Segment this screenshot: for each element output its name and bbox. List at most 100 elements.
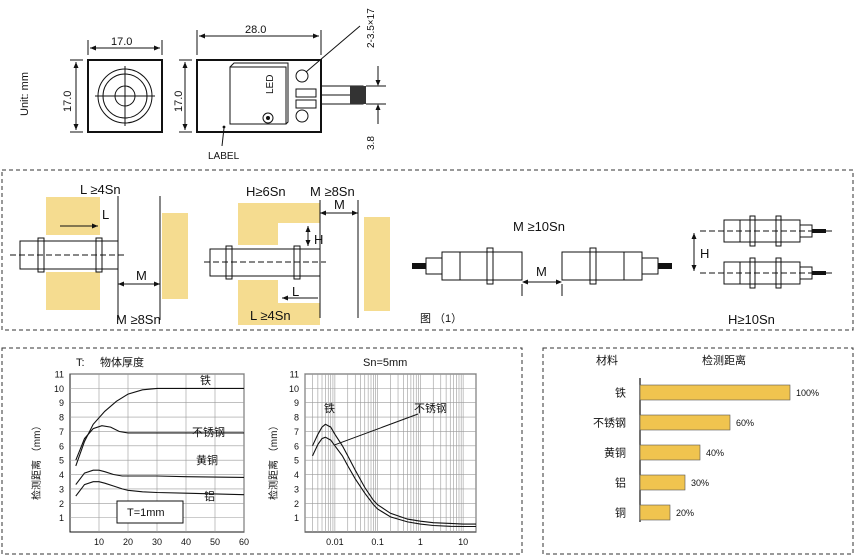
side-length-label: 28.0	[245, 24, 266, 36]
install-diagram-face-to-face: M ≥10Sn M 图 （1）	[412, 219, 672, 325]
unit-label: Unit: mm	[19, 72, 31, 116]
chart2-xtick-label: 1	[418, 537, 423, 547]
b-L-min-label: L ≥4Sn	[250, 308, 291, 323]
detection-bar-chart: 材料 检测距离 铁 100% 不锈钢 60% 黄铜 40% 铝 30% 铜 20%	[593, 353, 819, 522]
target-plate-a	[162, 213, 188, 299]
install-diagram-embedded: H≥6Sn M ≥8Sn M H L L ≥4Sn	[204, 184, 390, 325]
chart2-xtick-label: 0.01	[326, 537, 344, 547]
chart2-ytick-label: 11	[290, 370, 299, 380]
chart3-category-header: 材料	[596, 353, 618, 367]
chart1-series-label: 铝	[204, 489, 215, 503]
label-area	[229, 66, 287, 125]
chart1-ytick-label: 3	[59, 484, 64, 494]
front-height-label: 17.0	[62, 91, 74, 112]
chart3-category-label: 铝	[615, 476, 626, 490]
chart3-title: 检测距离	[702, 353, 746, 367]
chart3-value-label: 20%	[676, 508, 694, 518]
chart1-series-4	[75, 481, 245, 497]
target-plate-b	[364, 217, 390, 311]
chart1-ytick-label: 8	[59, 413, 64, 423]
mount-hole-bottom	[295, 109, 309, 123]
mount-hole-top	[295, 69, 309, 83]
chart2-ylabel: 检测距离 （mm）	[267, 421, 280, 500]
chart1-series-label: 黄铜	[196, 453, 218, 467]
sensor-right-c	[561, 251, 643, 281]
chart1-series-label: 铁	[200, 374, 211, 387]
chart2-series-label: 不锈钢	[414, 402, 447, 415]
chart1-annotation-box	[116, 500, 184, 524]
chart2-ytick-label: 1	[294, 513, 299, 523]
install-diagram-flush: L ≥4Sn L M M ≥8Sn	[10, 182, 188, 327]
sensor-left-c	[441, 251, 523, 281]
label-caption: LABEL	[208, 151, 240, 162]
chart2-xtick-label: 10	[458, 537, 468, 547]
a-L-min-label: L ≥4Sn	[80, 182, 121, 197]
chart1-ytick-label: 6	[59, 441, 64, 451]
chart1-series-label: 不锈钢	[192, 426, 225, 439]
chart1-xtick-label: 50	[210, 537, 220, 547]
chart2-ytick-label: 7	[294, 427, 299, 437]
chart3-value-label: 40%	[706, 448, 724, 458]
chart2-ytick-label: 6	[294, 441, 299, 451]
chart1-ytick-label: 4	[59, 470, 64, 480]
figure-caption: 图 （1）	[420, 312, 462, 325]
curves-panel-frame	[1, 347, 523, 555]
chart3-category-label: 不锈钢	[593, 417, 626, 430]
chart3-category-label: 黄铜	[604, 446, 626, 460]
chart3-bar	[639, 444, 701, 461]
chart3-value-label: 30%	[691, 478, 709, 488]
chart2-ytick-label: 8	[294, 413, 299, 423]
chart2-leader-line	[334, 413, 419, 446]
chart3-value-label: 60%	[736, 418, 754, 428]
chart1-annotation: T=1mm	[127, 507, 165, 519]
chart1-xtick-label: 40	[181, 537, 191, 547]
b-M-min-label: M ≥8Sn	[310, 184, 355, 199]
dimension-drawing: Unit: mm 17.0 17.0 LED	[19, 8, 386, 162]
led-label: LED	[265, 75, 276, 94]
chart1-ylabel: 检测距离 （mm）	[30, 421, 43, 500]
chart1-title: 物体厚度	[100, 355, 144, 369]
chart1-xtick-label: 60	[239, 537, 249, 547]
chart1-xtick-label: 20	[123, 537, 133, 547]
chart3-bar	[639, 414, 731, 431]
chart1-ytick-label: 1	[59, 513, 64, 523]
mounting-holes-label: 2-3.5×17	[366, 8, 377, 48]
chart1-ytick-label: 11	[55, 370, 64, 380]
chart1-series-1	[75, 387, 244, 467]
side-body-outline	[196, 59, 322, 133]
chart1-ytick-label: 10	[54, 384, 64, 394]
b-M-label: M	[334, 197, 345, 212]
led-indicator	[262, 112, 274, 124]
c-M-label: M	[536, 264, 547, 279]
front-body-outline	[87, 59, 163, 133]
chart1-ytick-label: 9	[59, 398, 64, 408]
chart3-value-label: 100%	[796, 388, 819, 398]
chart3-category-label: 铜	[615, 506, 626, 520]
front-width-label: 17.0	[111, 36, 132, 48]
cable-depth-label: 3.8	[366, 136, 377, 150]
sensor-bottom-d	[723, 261, 801, 285]
a-M-label: M	[136, 268, 147, 283]
chart2-title: Sn=5mm	[363, 357, 407, 369]
install-diagram-parallel: H H≥10Sn	[691, 215, 832, 327]
chart3-bar	[639, 504, 671, 521]
d-H-min-label: H≥10Sn	[728, 312, 775, 327]
a-M-min-label: M ≥8Sn	[116, 312, 161, 327]
b-H-label: H	[314, 232, 323, 247]
chart2-series-2	[312, 436, 476, 528]
chart2-ytick-label: 9	[294, 398, 299, 408]
chart3-bar	[639, 474, 686, 491]
chart3-category-label: 铁	[615, 387, 626, 400]
chart2-ytick-label: 5	[294, 456, 299, 466]
chart1-ytick-label: 7	[59, 427, 64, 437]
sensor-top-d	[723, 219, 801, 243]
installation-panel-frame	[1, 169, 854, 331]
c-M-min-label: M ≥10Sn	[513, 219, 565, 234]
chart2-ytick-label: 3	[294, 484, 299, 494]
front-view: 17.0 17.0	[62, 36, 163, 133]
a-L-label: L	[102, 207, 109, 222]
chart2-series-label: 铁	[324, 402, 335, 415]
